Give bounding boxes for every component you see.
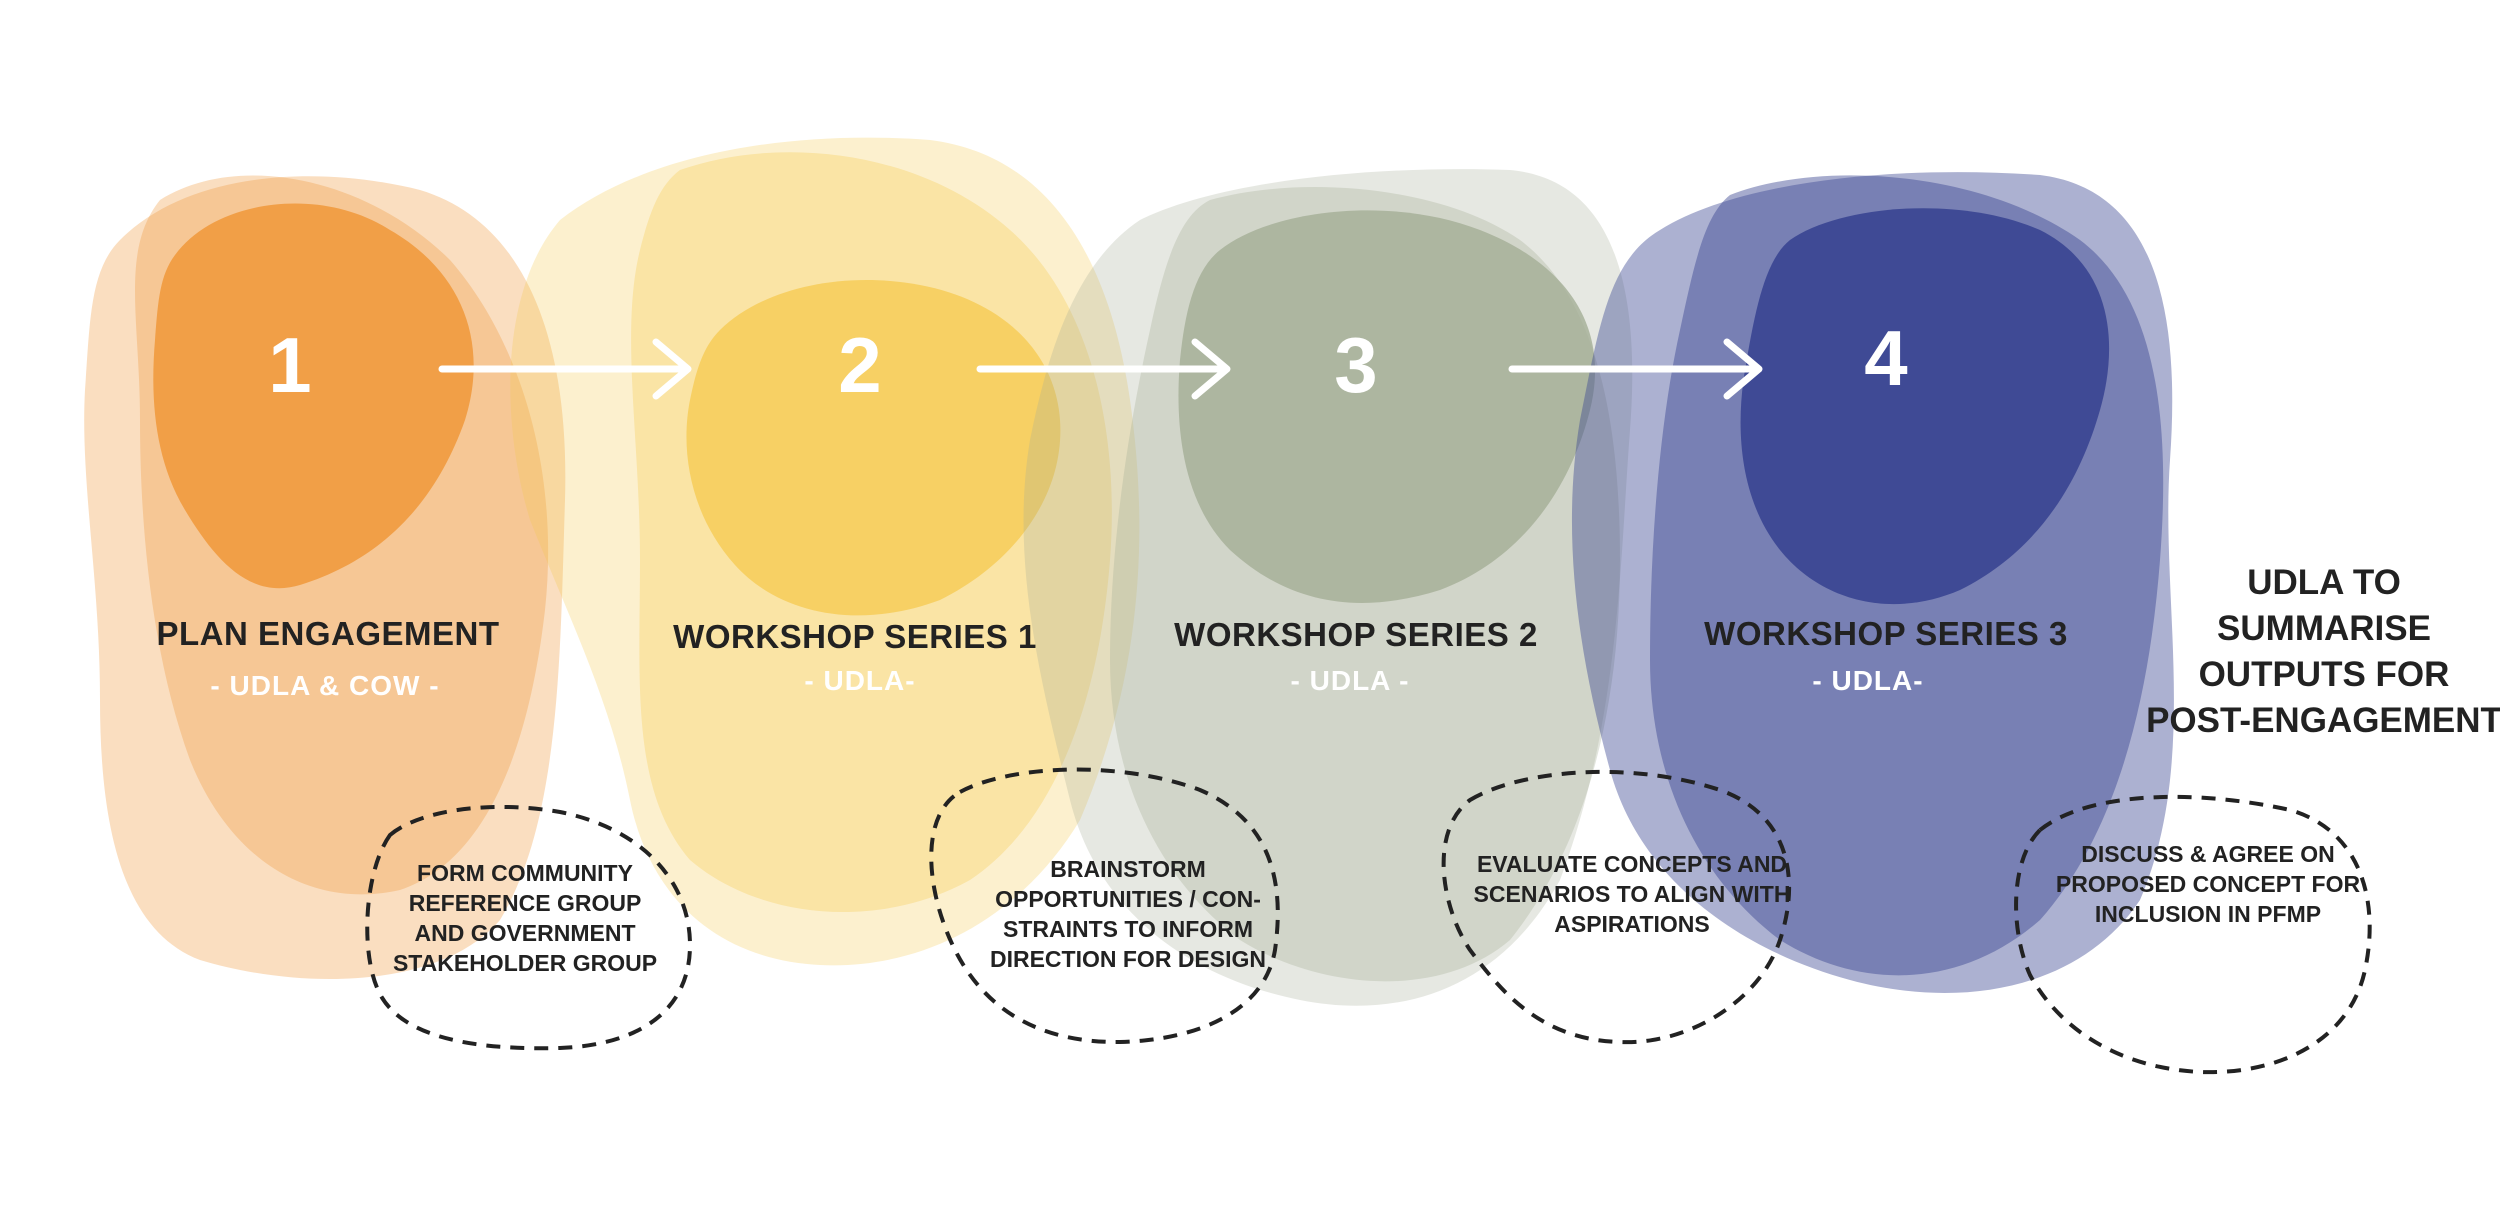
stage-1-note-line: STAKEHOLDER GROUP xyxy=(393,950,657,976)
stage-2-note: BRAINSTORM OPPORTUNITIES / CON- STRAINTS… xyxy=(990,856,1266,972)
stage-4-core-blob xyxy=(1740,208,2110,605)
stage-4-title: WORKSHOP SERIES 3 xyxy=(1704,615,2068,652)
final-step: UDLA TO SUMMARISE OUTPUTS FOR POST-ENGAG… xyxy=(2146,563,2500,740)
stage-2-core-blob xyxy=(686,280,1061,616)
stage-1-note: FORM COMMUNITY REFERENCE GROUP AND GOVER… xyxy=(393,860,657,976)
stage-1-core-blob xyxy=(153,203,474,589)
stage-2-title: WORKSHOP SERIES 1 xyxy=(673,618,1037,655)
stage-1-blobs xyxy=(84,175,566,980)
stage-4-note-line: INCLUSION IN PFMP xyxy=(2095,901,2321,927)
stage-3-note-bubble xyxy=(1441,769,1792,1045)
stage-4-blobs xyxy=(1571,172,2174,994)
stage-3-number: 3 xyxy=(1334,321,1377,409)
final-step-line: OUTPUTS FOR xyxy=(2199,655,2450,694)
stage-titles: PLAN ENGAGEMENT WORKSHOP SERIES 1 WORKSH… xyxy=(156,615,2067,655)
stage-3-note-line: SCENARIOS TO ALIGN WITH xyxy=(1474,881,1791,907)
stage-2-note-line: BRAINSTORM xyxy=(1050,856,1205,882)
final-step-line: UDLA TO xyxy=(2247,563,2401,602)
stage-3-title: WORKSHOP SERIES 2 xyxy=(1174,616,1538,653)
stage-3-note-line: EVALUATE CONCEPTS AND xyxy=(1477,851,1787,877)
stage-1-note-bubble xyxy=(365,804,693,1051)
stage-4-number: 4 xyxy=(1864,314,1907,402)
stage-4-note-line: PROPOSED CONCEPT FOR xyxy=(2056,871,2361,897)
arrow-2-to-3 xyxy=(976,338,1231,400)
stage-2-note-line: DIRECTION FOR DESIGN xyxy=(990,946,1266,972)
arrow-3-to-4 xyxy=(1508,338,1763,400)
stage-2-subtitle: - UDLA- xyxy=(804,665,915,696)
arrow-1-to-2 xyxy=(438,338,692,400)
stage-3-core-blob xyxy=(1178,210,1596,603)
stage-2-blobs xyxy=(510,137,1140,966)
stage-1-note-line: FORM COMMUNITY xyxy=(417,860,633,886)
stage-4-note-line: DISCUSS & AGREE ON xyxy=(2081,841,2334,867)
stage-1-note-line: REFERENCE GROUP xyxy=(409,890,642,916)
note-bubbles xyxy=(365,767,2372,1075)
stage-4-subtitle: - UDLA- xyxy=(1812,665,1923,696)
final-step-line: POST-ENGAGEMENT xyxy=(2146,701,2500,740)
stage-2-number: 2 xyxy=(838,321,881,409)
final-step-line: SUMMARISE xyxy=(2217,609,2431,648)
stage-2-note-line: OPPORTUNITIES / CON- xyxy=(995,886,1261,912)
stage-subtitles: - UDLA & COW - - UDLA- - UDLA - - UDLA- xyxy=(210,665,1923,701)
stage-3-note: EVALUATE CONCEPTS AND SCENARIOS TO ALIGN… xyxy=(1474,851,1791,937)
stage-1-title: PLAN ENGAGEMENT xyxy=(156,615,499,652)
stage-1-number: 1 xyxy=(268,321,311,409)
stage-3-subtitle: - UDLA - xyxy=(1291,665,1410,696)
stage-4-note: DISCUSS & AGREE ON PROPOSED CONCEPT FOR … xyxy=(2056,841,2361,927)
stage-4-note-bubble xyxy=(2014,794,2372,1075)
stage-3-note-line: ASPIRATIONS xyxy=(1554,911,1709,937)
flow-arrows xyxy=(438,338,1763,400)
stage-2-note-bubble xyxy=(929,767,1280,1045)
stage-2-note-line: STRAINTS TO INFORM xyxy=(1003,916,1253,942)
stage-1-note-line: AND GOVERNMENT xyxy=(414,920,635,946)
stage-1-subtitle: - UDLA & COW - xyxy=(210,670,439,701)
stage-numbers: 1 2 3 4 xyxy=(268,314,1907,409)
